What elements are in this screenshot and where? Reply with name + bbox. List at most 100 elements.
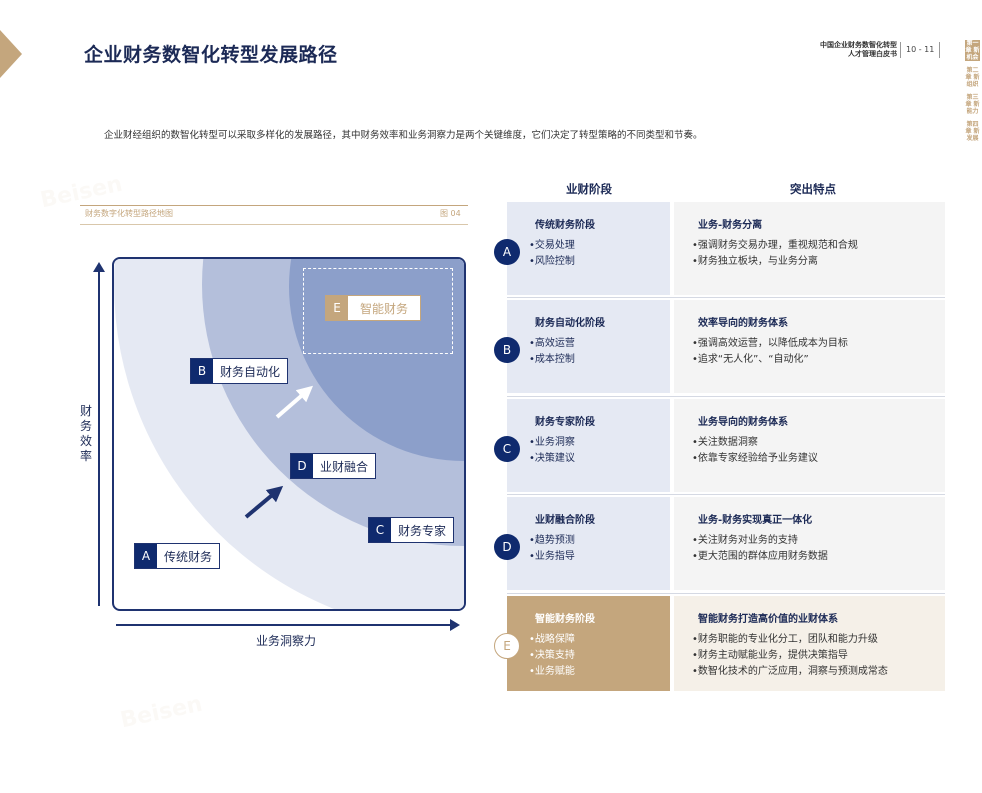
chapter-tab-3[interactable]: 第三章 新能力 <box>965 94 980 115</box>
feature-title: 业务导向的财务体系 <box>698 417 788 428</box>
feature-items: •关注财务对业务的支持 •更大范围的群体应用财务数据 <box>692 533 828 565</box>
stage-cell: 财务自动化阶段 •高效运营 •成本控制 <box>507 300 670 393</box>
stage-title: 智能财务阶段 <box>535 614 595 625</box>
node-d-letter: D <box>291 454 313 478</box>
row-letter-badge: C <box>494 436 520 462</box>
feature-cell: 业务-财务实现真正一体化 •关注财务对业务的支持 •更大范围的群体应用财务数据 <box>674 497 945 590</box>
node-d: D 业财融合 <box>290 453 377 479</box>
table-row: 财务自动化阶段 •高效运营 •成本控制 效率导向的财务体系 •强调高效运营，以降… <box>507 297 945 393</box>
stage-item: •风险控制 <box>529 256 575 267</box>
document-title-line1: 中国企业财务数智化转型 <box>820 41 897 49</box>
stage-item: •成本控制 <box>529 354 575 365</box>
node-e-label: 智能财务 <box>360 301 409 316</box>
document-title: 中国企业财务数智化转型 人才管理白皮书 <box>820 41 897 59</box>
stage-cell: 业财融合阶段 •趋势预测 •业务指导 <box>507 497 670 590</box>
column-header-features: 突出特点 <box>790 182 836 196</box>
feature-title: 业务-财务分离 <box>698 220 763 231</box>
stage-title: 业财融合阶段 <box>535 515 595 526</box>
stage-item: •决策支持 <box>529 650 575 661</box>
feature-item: •关注财务对业务的支持 <box>692 535 798 546</box>
row-letter-badge: A <box>494 239 520 265</box>
stage-item: •交易处理 <box>529 240 575 251</box>
stage-item: •战略保障 <box>529 634 575 645</box>
figure-number: 图 04 <box>440 209 461 218</box>
node-c-letter: C <box>369 518 391 542</box>
stage-item: •高效运营 <box>529 338 575 349</box>
chapter-tab-2[interactable]: 第二章 新组织 <box>965 67 980 88</box>
document-title-line2: 人才管理白皮书 <box>848 50 897 58</box>
stage-title: 传统财务阶段 <box>535 220 595 231</box>
row-divider <box>507 494 945 495</box>
feature-title: 智能财务打造高价值的业财体系 <box>698 614 838 625</box>
node-b-letter: B <box>191 359 213 383</box>
chapter-tab-4[interactable]: 第四章 新发展 <box>965 121 980 142</box>
y-axis-label: 财务效率 <box>79 404 92 463</box>
node-b-label: 财务自动化 <box>220 364 281 379</box>
node-b: B 财务自动化 <box>190 358 289 384</box>
node-a-label: 传统财务 <box>164 549 213 564</box>
node-a-letter: A <box>135 544 157 568</box>
feature-item: •追求“无人化”、“自动化” <box>692 354 809 365</box>
page-numbers: 10 - 11 <box>900 42 941 58</box>
feature-items: •强调高效运营，以降低成本为目标 •追求“无人化”、“自动化” <box>692 336 848 368</box>
figure-caption-bar <box>80 205 468 225</box>
stage-item: •业务指导 <box>529 551 575 562</box>
stage-items: •战略保障 •决策支持 •业务赋能 <box>529 632 575 680</box>
feature-items: •强调财务交易办理，重视规范和合规 •财务独立板块，与业务分离 <box>692 238 858 270</box>
corner-marker <box>0 30 22 78</box>
y-axis <box>98 266 100 606</box>
feature-item: •关注数据洞察 <box>692 437 758 448</box>
page-title: 企业财务数智化转型发展路径 <box>84 44 338 66</box>
feature-title: 效率导向的财务体系 <box>698 318 788 329</box>
feature-item: •财务主动赋能业务，提供决策指导 <box>692 650 848 661</box>
watermark: Beisen <box>118 691 205 734</box>
stage-title: 财务自动化阶段 <box>535 318 605 329</box>
table-row: 传统财务阶段 •交易处理 •风险控制 业务-财务分离 •强调财务交易办理，重视规… <box>507 202 945 295</box>
stage-item: •业务洞察 <box>529 437 575 448</box>
y-axis-arrow <box>93 262 105 272</box>
feature-cell: 业务导向的财务体系 •关注数据洞察 •依靠专家经验给予业务建议 <box>674 399 945 492</box>
figure-title: 财务数字化转型路径地图 <box>85 209 173 218</box>
feature-cell: 业务-财务分离 •强调财务交易办理，重视规范和合规 •财务独立板块，与业务分离 <box>674 202 945 295</box>
feature-item: •财务独立板块，与业务分离 <box>692 256 818 267</box>
stage-cell: 传统财务阶段 •交易处理 •风险控制 <box>507 202 670 295</box>
chapter-tab-1[interactable]: 第一章 新机会 <box>965 40 980 61</box>
stage-items: •趋势预测 •业务指导 <box>529 533 575 565</box>
feature-item: •强调高效运营，以降低成本为目标 <box>692 338 848 349</box>
table-row: 智能财务阶段 •战略保障 •决策支持 •业务赋能 智能财务打造高价值的业财体系 … <box>507 593 945 691</box>
feature-item: •更大范围的群体应用财务数据 <box>692 551 828 562</box>
table-row: 财务专家阶段 •业务洞察 •决策建议 业务导向的财务体系 •关注数据洞察 •依靠… <box>507 396 945 492</box>
feature-item: •数智化技术的广泛应用，洞察与预测成常态 <box>692 666 888 677</box>
column-header-stage: 业财阶段 <box>566 182 612 196</box>
chapter-nav: 第一章 新机会 第二章 新组织 第三章 新能力 第四章 新发展 <box>965 40 980 148</box>
node-c: C 财务专家 <box>368 517 455 543</box>
row-divider <box>507 297 945 298</box>
feature-title: 业务-财务实现真正一体化 <box>698 515 813 526</box>
feature-items: •财务职能的专业化分工，团队和能力升级 •财务主动赋能业务，提供决策指导 •数智… <box>692 632 888 680</box>
row-letter-badge: D <box>494 534 520 560</box>
node-c-label: 财务专家 <box>398 523 447 538</box>
node-e: E 智能财务 <box>325 295 422 321</box>
table-row: 业财融合阶段 •趋势预测 •业务指导 业务-财务实现真正一体化 •关注财务对业务… <box>507 494 945 590</box>
x-axis-label: 业务洞察力 <box>256 634 317 648</box>
x-axis <box>116 624 452 626</box>
stage-items: •业务洞察 •决策建议 <box>529 435 575 467</box>
feature-item: •依靠专家经验给予业务建议 <box>692 453 818 464</box>
row-divider <box>507 396 945 397</box>
stage-items: •交易处理 •风险控制 <box>529 238 575 270</box>
feature-item: •强调财务交易办理，重视规范和合规 <box>692 240 858 251</box>
node-e-letter: E <box>326 296 348 320</box>
node-a: A 传统财务 <box>134 543 221 569</box>
stage-title: 财务专家阶段 <box>535 417 595 428</box>
stage-cell: 财务专家阶段 •业务洞察 •决策建议 <box>507 399 670 492</box>
x-axis-arrow <box>450 619 460 631</box>
row-divider <box>507 593 945 594</box>
feature-cell: 效率导向的财务体系 •强调高效运营，以降低成本为目标 •追求“无人化”、“自动化… <box>674 300 945 393</box>
stage-item: •业务赋能 <box>529 666 575 677</box>
stage-item: •决策建议 <box>529 453 575 464</box>
row-letter-badge: B <box>494 337 520 363</box>
row-letter-badge: E <box>494 633 520 659</box>
node-d-label: 业财融合 <box>320 459 369 474</box>
target-zone-outline <box>303 268 453 354</box>
stage-items: •高效运营 •成本控制 <box>529 336 575 368</box>
